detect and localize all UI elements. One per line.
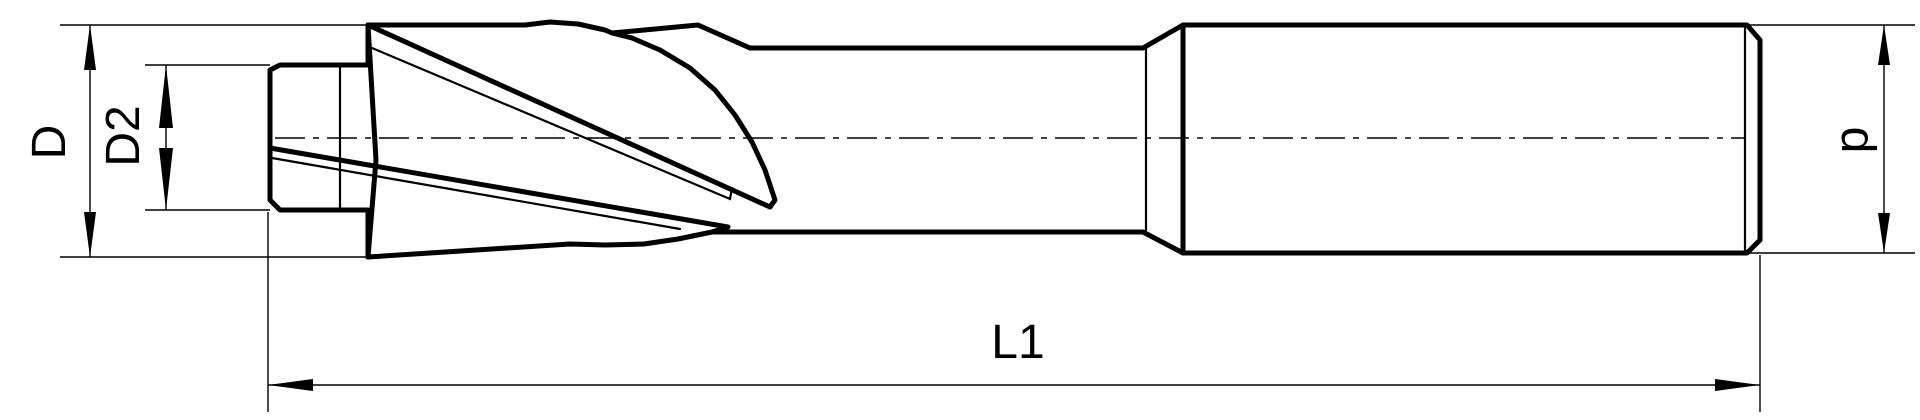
label-d: d <box>1831 127 1884 154</box>
label-D: D <box>23 125 76 160</box>
label-L1: L1 <box>991 316 1044 369</box>
shank-section <box>1180 22 1763 256</box>
dimension-D <box>84 25 96 257</box>
dimension-L1 <box>268 379 1760 391</box>
extension-lines <box>60 24 1915 412</box>
cutting-head <box>267 19 778 260</box>
dimension-D2 <box>159 65 173 210</box>
dimension-d <box>1878 25 1890 253</box>
neck-section <box>709 22 1186 256</box>
pilot-section <box>267 22 371 260</box>
label-D2: D2 <box>97 105 150 166</box>
